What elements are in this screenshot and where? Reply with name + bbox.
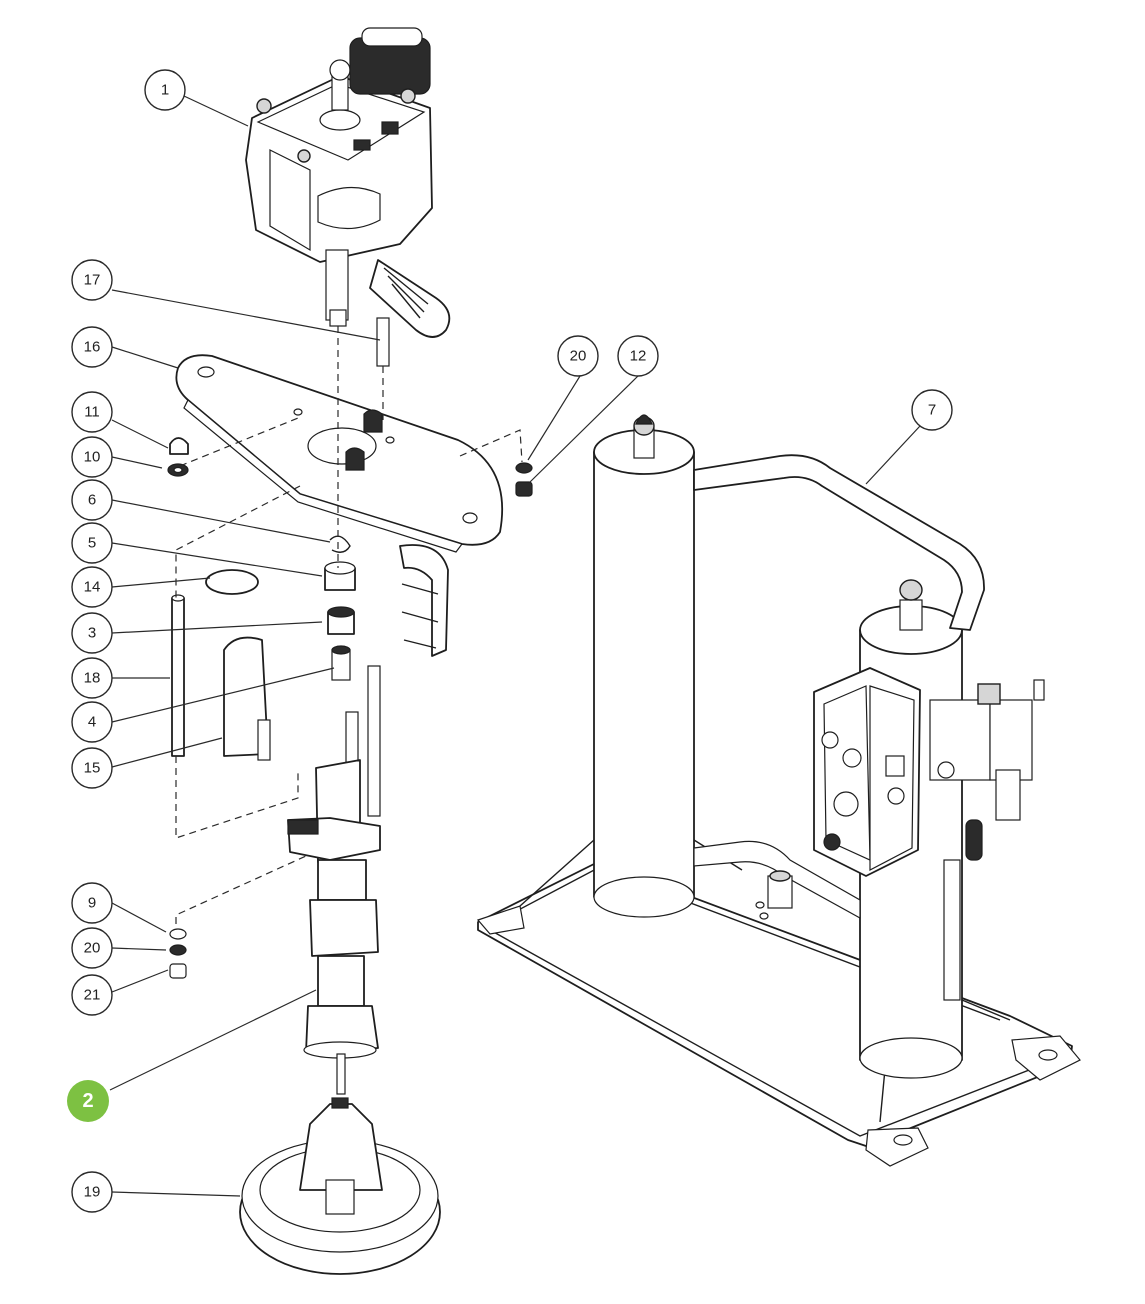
callout-20-upper[interactable]: 20: [557, 335, 599, 377]
washer-20-bottom: [169, 944, 187, 956]
callout-2-highlighted[interactable]: 2: [67, 1080, 109, 1122]
pump-lower-assembly: [287, 665, 381, 1095]
callout-19[interactable]: 19: [71, 1171, 113, 1213]
svg-text:20: 20: [84, 940, 101, 957]
stand-column-left: [593, 451, 695, 898]
air-motor-assembly: [245, 27, 451, 338]
nut-12: [515, 481, 533, 497]
callout-11[interactable]: 11: [71, 391, 113, 433]
o-ring-14: [205, 569, 259, 595]
svg-text:1: 1: [161, 82, 169, 99]
svg-text:10: 10: [84, 449, 101, 466]
callout-10[interactable]: 10: [71, 436, 113, 478]
svg-text:2: 2: [82, 1090, 93, 1112]
callout-1[interactable]: 1: [144, 69, 186, 111]
guard-half-right: [399, 544, 449, 657]
callout-4[interactable]: 4: [71, 701, 113, 743]
stand-foot-left: [476, 905, 525, 935]
svg-text:21: 21: [84, 987, 101, 1004]
washer-9: [169, 928, 187, 940]
control-knob-icon: [821, 731, 839, 749]
callout-12[interactable]: 12: [617, 335, 659, 377]
callout-20-lower[interactable]: 20: [71, 927, 113, 969]
svg-text:5: 5: [88, 535, 96, 552]
pump-cylinder: [317, 859, 367, 901]
stand-crossbar-tube: [693, 454, 985, 631]
foot-valve-base-19: [239, 1097, 441, 1275]
assembly-dashed-lines: [175, 326, 523, 924]
callout-16[interactable]: 16: [71, 326, 113, 368]
callout-7[interactable]: 7: [911, 389, 953, 431]
svg-text:16: 16: [84, 339, 101, 356]
svg-text:14: 14: [84, 579, 101, 596]
svg-text:18: 18: [84, 670, 101, 687]
svg-text:6: 6: [88, 492, 96, 509]
callout-18[interactable]: 18: [71, 657, 113, 699]
svg-text:19: 19: [84, 1184, 101, 1201]
tie-rod-18: [171, 597, 185, 757]
callout-15[interactable]: 15: [71, 747, 113, 789]
svg-text:7: 7: [928, 402, 936, 419]
callout-9[interactable]: 9: [71, 882, 113, 924]
pin-17: [376, 317, 390, 367]
callout-bubbles: 1 17 16 11 10 6 5 14 3 18 4 15 9 20 21 1…: [67, 69, 953, 1213]
svg-text:12: 12: [630, 348, 647, 365]
stand-foot-front: [865, 1127, 929, 1167]
svg-text:15: 15: [84, 760, 101, 777]
callout-3[interactable]: 3: [71, 612, 113, 654]
svg-text:9: 9: [88, 895, 96, 912]
callout-14[interactable]: 14: [71, 566, 113, 608]
callout-17[interactable]: 17: [71, 259, 113, 301]
filter-bowl: [995, 769, 1021, 821]
leader-lines: [109, 95, 921, 1197]
clip-6: [329, 535, 351, 553]
mounting-plate: [175, 354, 504, 553]
svg-text:17: 17: [84, 272, 101, 289]
callout-5[interactable]: 5: [71, 522, 113, 564]
callout-21[interactable]: 21: [71, 974, 113, 1016]
svg-text:3: 3: [88, 625, 96, 642]
washer-20-top: [515, 462, 533, 474]
nut-21: [169, 963, 187, 979]
svg-text:4: 4: [88, 714, 96, 731]
nut-11: [169, 437, 189, 455]
callout-6[interactable]: 6: [71, 479, 113, 521]
svg-text:11: 11: [84, 404, 100, 421]
stand-assembly: [476, 414, 1081, 1167]
svg-text:20: 20: [570, 348, 587, 365]
